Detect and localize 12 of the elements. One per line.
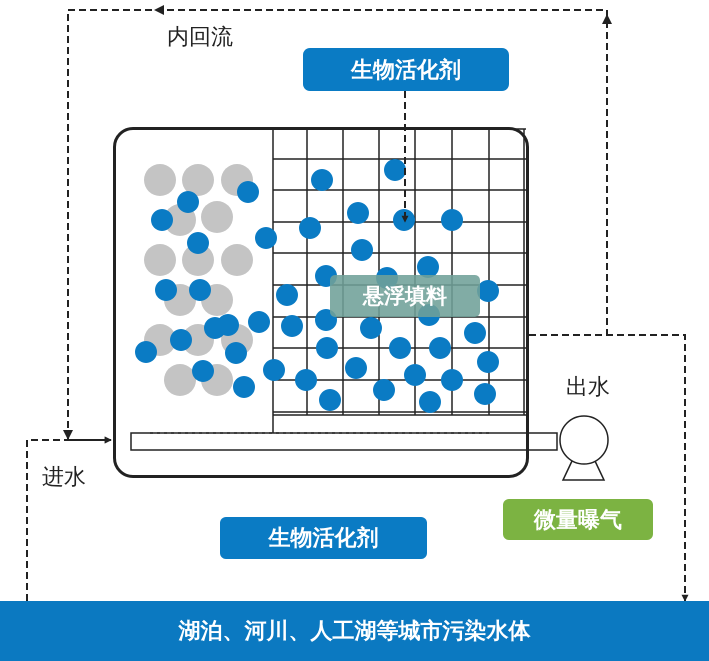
agent-box: 生物活化剂 [303, 48, 509, 91]
flow-arrow [529, 334, 688, 602]
agent-box: 生物活化剂 [220, 517, 427, 559]
flow-arrow [63, 5, 612, 444]
edge-label: 出水 [566, 374, 610, 402]
reactor-tank [113, 127, 529, 478]
edge-label: 内回流 [167, 24, 233, 52]
edge-label: 进水 [42, 464, 86, 492]
flow-arrow [402, 91, 408, 223]
filler-label-box: 悬浮填料 [330, 275, 480, 317]
water-body-bar: 湖泊、河川、人工湖等城市污染水体 [0, 601, 709, 661]
aeration-box: 微量曝气 [503, 499, 653, 540]
